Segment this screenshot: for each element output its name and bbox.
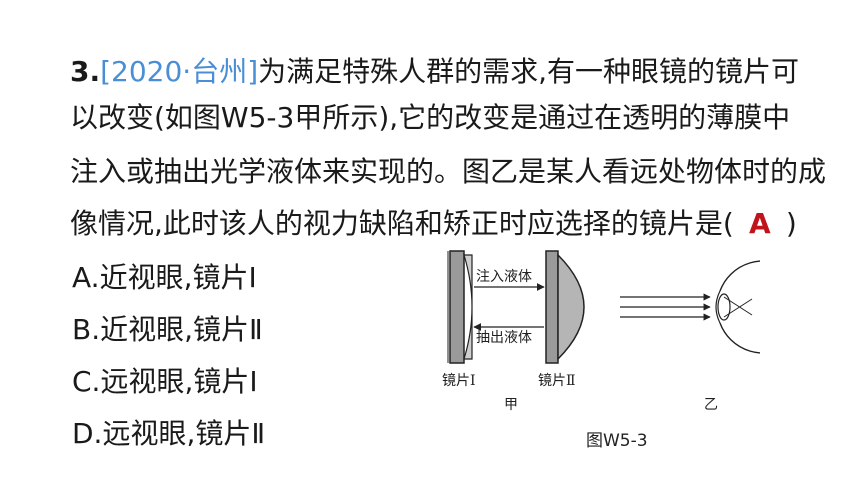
question-text-4: 像情况,此时该人的视力缺陷和矫正时应选择的镜片是( [70, 207, 734, 240]
lens-2-diagram [545, 250, 585, 364]
question-source: [2020·台州] [100, 55, 259, 88]
question-line-3: 注入或抽出光学液体来实现的。图乙是某人看远处物体时的成 [70, 155, 827, 188]
figure-w5-3: 注入液体 抽出液体 镜片Ⅰ 镜片Ⅱ 甲 乙 图W5-3 [442, 250, 760, 451]
question-line-4: 像情况,此时该人的视力缺陷和矫正时应选择的镜片是( A) [70, 206, 797, 242]
question-text-1: 为满足特殊人群的需求,有一种眼镜的镜片可 [258, 55, 800, 88]
question-line-2: 以改变(如图W5-3甲所示),它的改变是通过在透明的薄膜中 [70, 101, 791, 134]
lens-1-diagram [447, 250, 473, 364]
answer-mark: A [748, 207, 771, 240]
figure-caption: 图W5-3 [586, 431, 648, 451]
part-b-label: 乙 [704, 397, 718, 413]
part-a-label: 甲 [504, 397, 518, 413]
inject-label: 注入液体 [476, 269, 532, 285]
lens-2-label: 镜片Ⅱ [538, 373, 576, 389]
question-line-1: 3.[2020·台州]为满足特殊人群的需求,有一种眼镜的镜片可 [70, 54, 799, 90]
extract-label: 抽出液体 [476, 330, 532, 346]
option-c: C.远视眼,镜片Ⅰ [72, 365, 258, 398]
eye-diagram [620, 260, 760, 354]
option-d: D.远视眼,镜片Ⅱ [72, 417, 266, 450]
option-b: B.近视眼,镜片Ⅱ [72, 313, 263, 346]
question-close-paren: ) [785, 207, 797, 240]
option-a: A.近视眼,镜片Ⅰ [72, 261, 257, 294]
lens-1-label: 镜片Ⅰ [442, 373, 476, 389]
question-number: 3. [70, 55, 101, 88]
